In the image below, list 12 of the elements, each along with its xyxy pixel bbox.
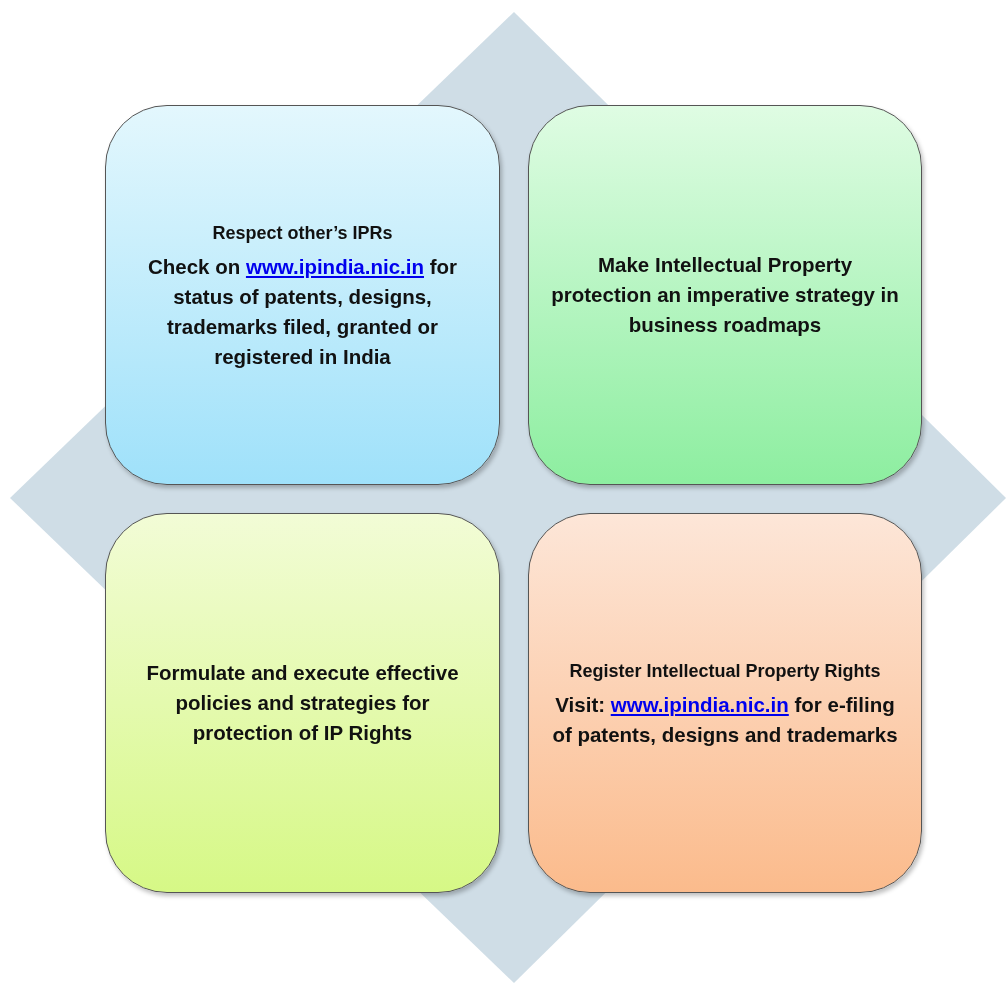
card-text: Check on www.ipindia.nic.in for status of patents, designs, trademarks filed, granted or registered in India [146, 254, 459, 370]
card-text: Visit: www.ipindia.nic.in for e-filing of patents, designs and trademarks [551, 692, 899, 748]
rounded-card [528, 105, 922, 485]
rounded-card [528, 513, 922, 893]
web-link: www.ipindia.nic.in [245, 255, 424, 278]
web-link: www.ipindia.nic.in [610, 693, 789, 716]
rounded-card [105, 105, 500, 485]
card-text: Make Intellectual Property protection an imperative strategy in business roadmaps [551, 252, 899, 338]
card-heading: Respect other’s IPRs [212, 222, 393, 245]
card-text: Formulate and execute effective policies and strategies for protection of IP Rights [145, 660, 460, 746]
rounded-card [105, 513, 500, 893]
card-heading: Register Intellectual Property Rights [569, 660, 881, 683]
